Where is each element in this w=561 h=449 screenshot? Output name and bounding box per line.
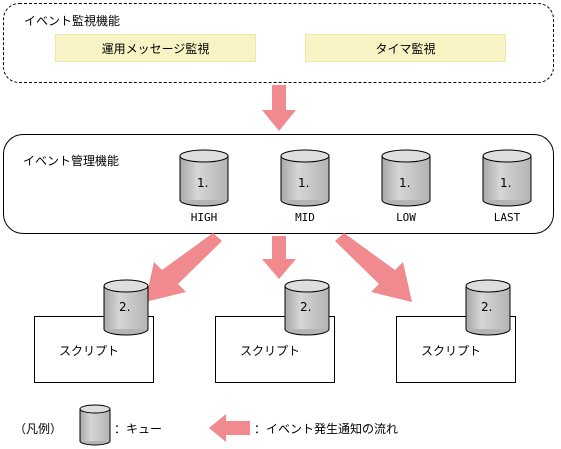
event-monitor-frame xyxy=(3,3,554,83)
queue-label-mid: MID xyxy=(295,211,315,224)
legend-title: （凡例） xyxy=(14,422,63,436)
script-queue-cylinder-3 xyxy=(465,279,511,336)
timer-monitor-box: タイマ監視 xyxy=(305,34,506,62)
queue-number-high: 1. xyxy=(197,176,209,190)
queue-number-low: 1. xyxy=(399,176,411,190)
legend-flow-label: ：イベント発生通知の流れ xyxy=(254,422,399,436)
queue-cylinder-mid xyxy=(280,149,330,207)
legend-flow-arrow xyxy=(209,414,250,442)
op-message-monitor-box: 運用メッセージ監視 xyxy=(55,34,256,62)
script-queue-cylinder-2 xyxy=(284,279,330,336)
event-manager-frame xyxy=(3,134,554,234)
script-queue-number-2: 2. xyxy=(300,300,312,314)
flow-arrow-to-script-2 xyxy=(262,236,296,279)
queue-label-high: HIGH xyxy=(190,211,218,224)
flow-arrow-to-script-3 xyxy=(335,233,412,302)
script-label-1: スクリプト xyxy=(59,344,120,358)
queue-label-low: LOW xyxy=(396,211,416,224)
queue-cylinder-low xyxy=(381,149,431,207)
queue-number-last: 1. xyxy=(500,176,512,190)
queue-label-last: LAST xyxy=(493,211,521,224)
event-monitor-title: イベント監視機能 xyxy=(24,14,121,28)
queue-number-mid: 1. xyxy=(298,176,310,190)
script-queue-number-3: 2. xyxy=(481,300,493,314)
script-label-2: スクリプト xyxy=(240,344,301,358)
legend-queue-cylinder xyxy=(79,404,111,446)
flow-arrow-down-main xyxy=(262,85,296,131)
script-queue-number-1: 2. xyxy=(119,300,131,314)
script-queue-cylinder-1 xyxy=(103,279,149,336)
legend-queue-label: ：キュー xyxy=(114,422,163,436)
script-label-3: スクリプト xyxy=(421,344,482,358)
queue-cylinder-last xyxy=(482,149,532,207)
queue-cylinder-high xyxy=(179,149,229,207)
event-manager-title: イベント管理機能 xyxy=(23,154,120,168)
flow-arrow-to-script-1 xyxy=(145,233,222,302)
